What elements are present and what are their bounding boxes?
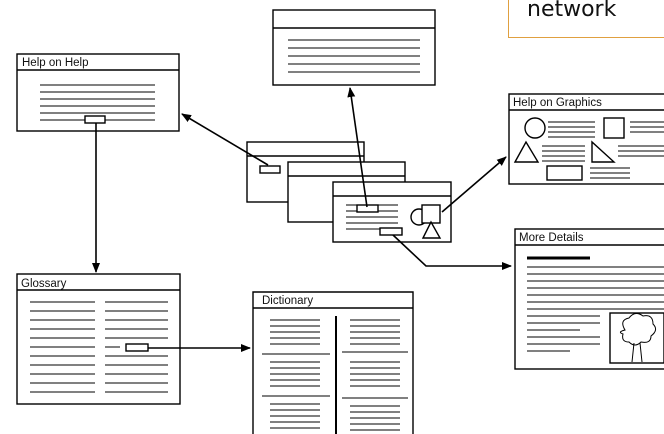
- more-details-window: [514, 228, 664, 370]
- network-label: network: [508, 0, 664, 38]
- arrow-to-top-window: [347, 87, 368, 208]
- arrow-to-help-on-help: [181, 113, 269, 166]
- top-window: [272, 9, 436, 86]
- glossary-window: [16, 273, 181, 405]
- link-anchor: [125, 343, 149, 352]
- more-details-title: More Details: [519, 232, 584, 244]
- help-on-help-window: [16, 53, 180, 132]
- dictionary-title: Dictionary: [262, 295, 313, 307]
- square-shape: [603, 117, 625, 139]
- center-stack: [246, 141, 452, 243]
- circle-shape: [524, 117, 546, 139]
- glossary-title: Glossary: [21, 278, 67, 290]
- arrow-to-more-details: [392, 234, 512, 270]
- help-on-graphics-title: Help on Graphics: [513, 97, 602, 109]
- right-triangle-shape: [591, 140, 616, 163]
- help-on-help-title: Help on Help: [22, 57, 88, 69]
- link-anchor: [379, 227, 403, 236]
- dictionary-window: [252, 291, 414, 434]
- help-on-graphics-window: [508, 93, 664, 185]
- stack-window-3: [332, 181, 452, 243]
- arrow-to-help-on-graphics: [441, 156, 507, 213]
- rectangle-shape: [546, 165, 583, 181]
- link-anchor: [84, 115, 106, 124]
- triangle-shape: [513, 140, 540, 163]
